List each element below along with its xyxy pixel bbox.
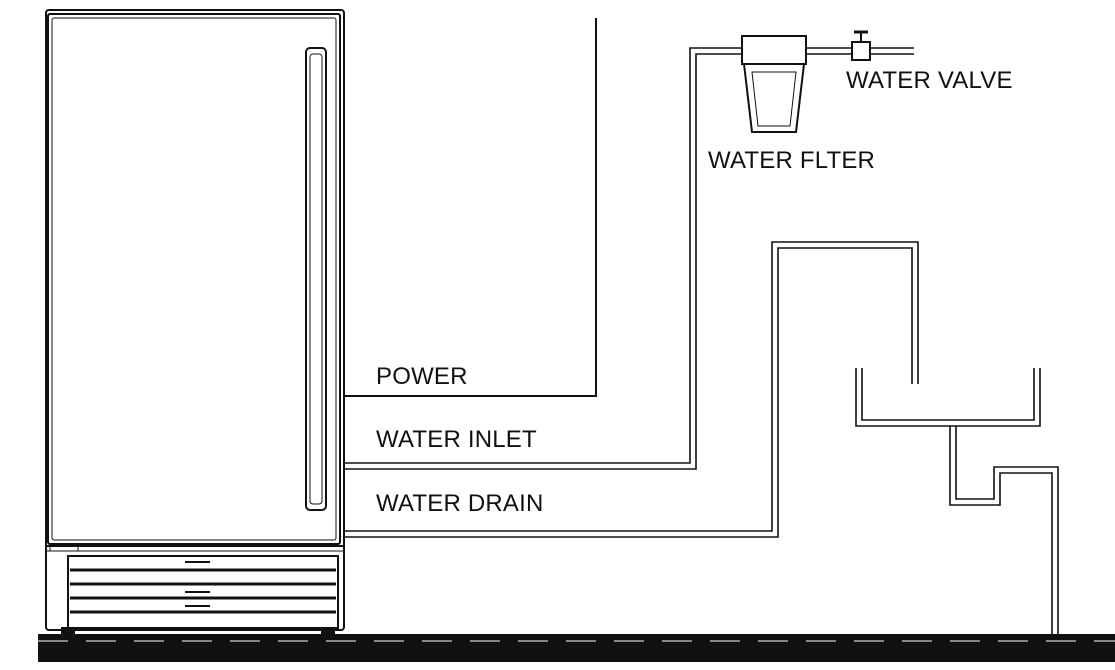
power-label: POWER	[376, 363, 468, 390]
water-drain-line	[344, 241, 919, 538]
door-handle-inner	[309, 53, 323, 505]
filter-cartridge	[742, 63, 806, 133]
water-valve-label: WATER VALVE	[846, 67, 1013, 94]
door-panel	[47, 13, 341, 545]
foot-left	[61, 627, 75, 635]
filter-head	[741, 35, 807, 65]
valve-body	[851, 41, 871, 61]
water-inlet-label: WATER INLET	[376, 426, 537, 453]
door-inner-edge	[51, 17, 337, 541]
water-inlet-line	[344, 47, 742, 470]
hinge-detail	[49, 544, 79, 552]
floor	[38, 634, 1115, 662]
cabinet-body	[45, 9, 345, 631]
drain-basin	[855, 368, 1041, 427]
water-drain-label: WATER DRAIN	[376, 490, 544, 517]
ice-maker-unit	[45, 9, 345, 635]
water-valve	[851, 30, 871, 61]
kick-plate	[67, 555, 339, 629]
water-filter	[741, 35, 807, 133]
drain-trap	[949, 426, 1059, 634]
water-filter-label: WATER FLTER	[708, 147, 875, 174]
foot-right	[321, 627, 335, 635]
power-line	[344, 18, 597, 397]
door-handle	[305, 47, 327, 511]
